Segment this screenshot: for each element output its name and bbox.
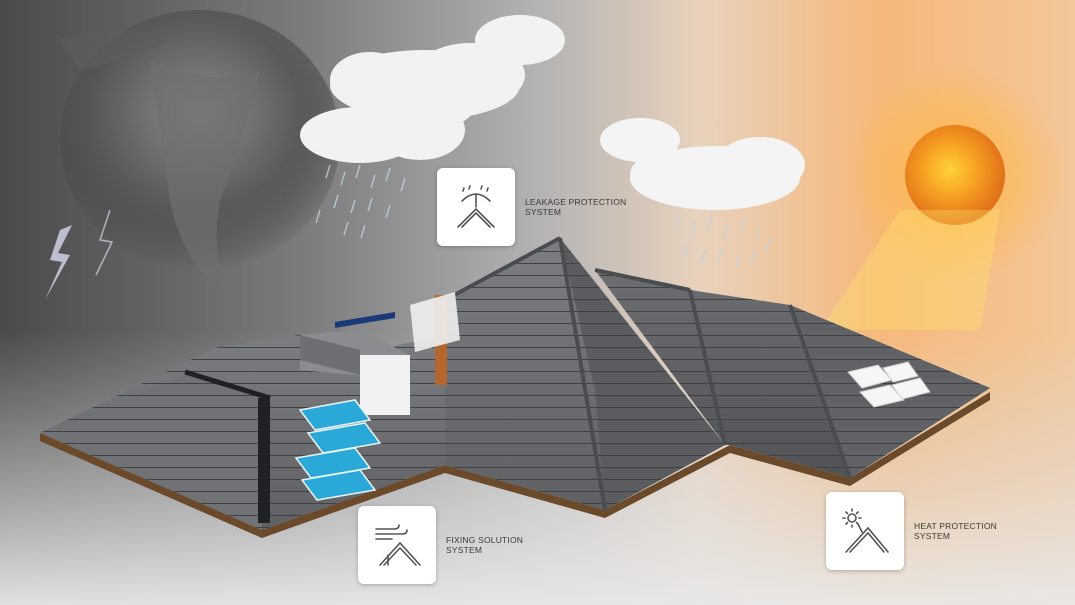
fixing-label-line2: SYSTEM	[446, 545, 483, 555]
fixing-solution-label: FIXING SOLUTION SYSTEM	[446, 535, 556, 555]
heat-protection-label: HEAT PROTECTION SYSTEM	[914, 521, 1024, 541]
roof-model	[40, 236, 990, 538]
fixing-solution-callout: FIXING SOLUTION SYSTEM	[358, 506, 556, 584]
leakage-label-line2: SYSTEM	[525, 207, 562, 217]
leakage-protection-label: LEAKAGE PROTECTION SYSTEM	[525, 197, 635, 217]
umbrella-rain-house-icon	[457, 185, 495, 228]
wind-house-icon	[375, 524, 421, 566]
sun	[905, 125, 1005, 225]
heat-label-line2: SYSTEM	[914, 531, 951, 541]
heat-protection-badge	[826, 492, 904, 570]
heat-label-line1: HEAT PROTECTION	[914, 521, 997, 531]
leakage-protection-callout: LEAKAGE PROTECTION SYSTEM	[437, 168, 635, 246]
cloud-left	[300, 15, 565, 163]
sun-house-icon	[842, 508, 889, 553]
rain	[315, 164, 771, 269]
cloud-right	[600, 118, 805, 210]
heat-panels	[847, 361, 931, 408]
fixing-solution-badge	[358, 506, 436, 584]
heat-protection-callout: HEAT PROTECTION SYSTEM	[826, 492, 1024, 570]
leakage-protection-badge	[437, 168, 515, 246]
leakage-label-line1: LEAKAGE PROTECTION	[525, 197, 627, 207]
solar-panels	[294, 399, 382, 501]
fixing-label-line1: FIXING SOLUTION	[446, 535, 524, 545]
lightning-bolt	[45, 225, 72, 300]
